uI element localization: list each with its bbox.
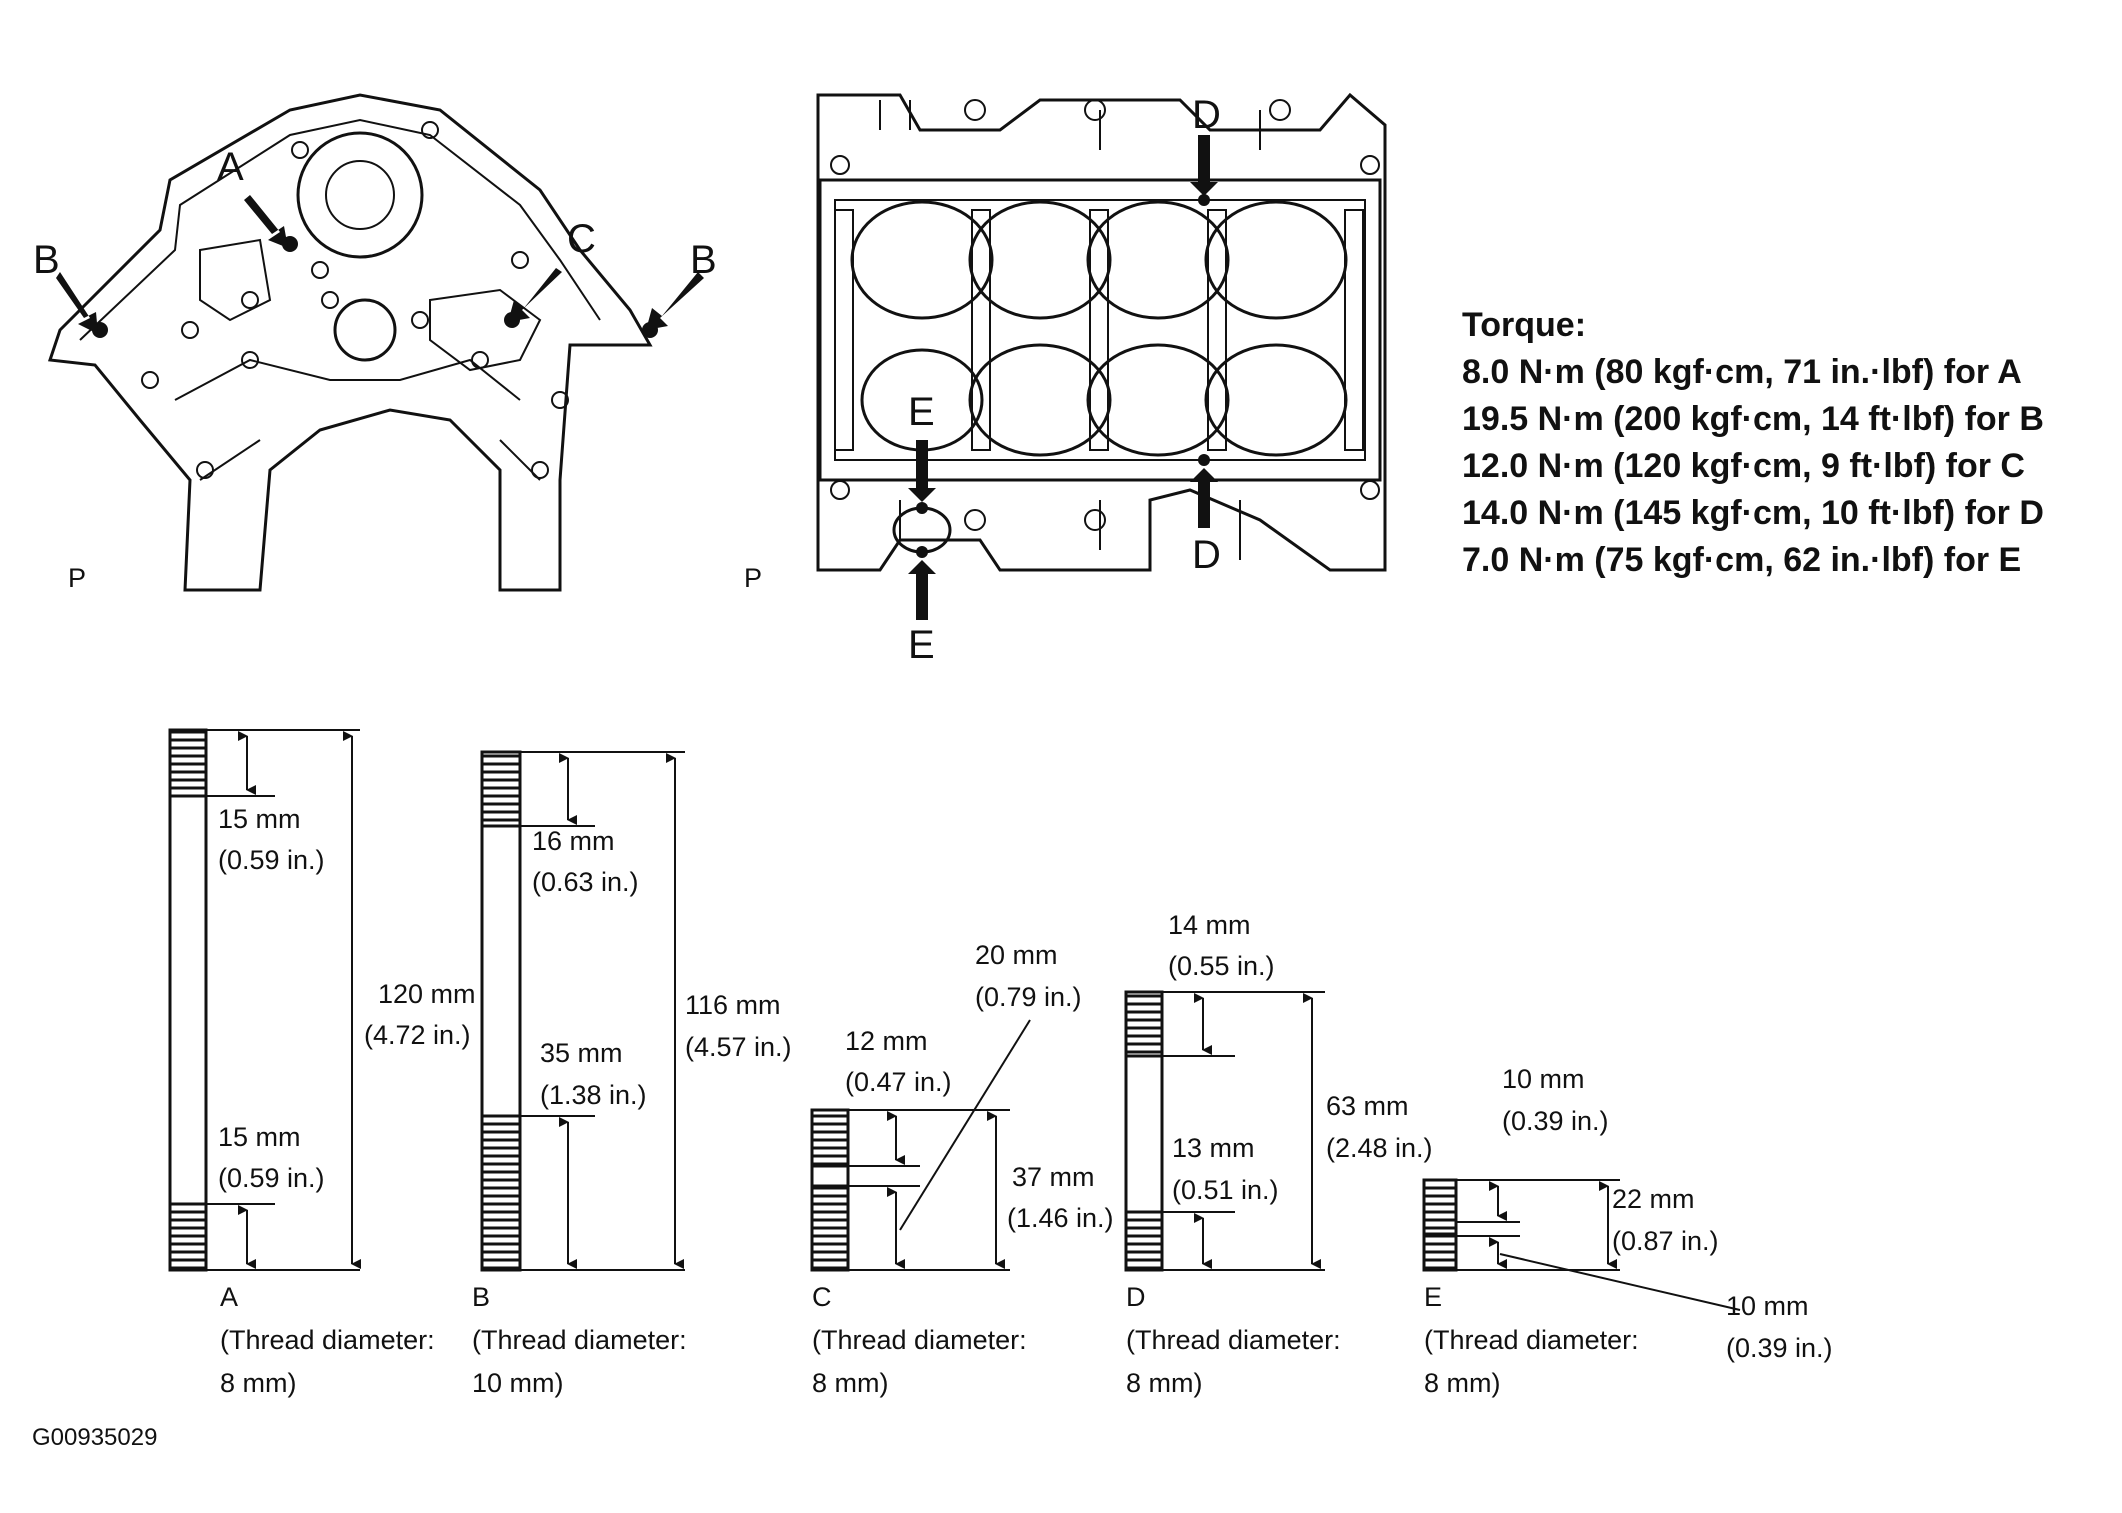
torque-line-e: 7.0 N·m (75 kgf·cm, 62 in.·lbf) for E	[1462, 541, 2022, 579]
torque-heading: Torque:	[1462, 306, 1587, 344]
figure-code: G00935029	[32, 1424, 157, 1451]
stud-c-thread-label: (Thread diameter:	[812, 1325, 1027, 1355]
stud-a-dim2-mm: 120 mm	[378, 979, 476, 1009]
stud-b-dim3-in: (4.57 in.)	[685, 1032, 792, 1062]
stud-e-dim1-mm: 10 mm	[1502, 1064, 1585, 1094]
torque-line-d: 14.0 N·m (145 kgf·cm, 10 ft·lbf) for D	[1462, 494, 2044, 532]
callout-d-bottom: D	[1192, 533, 1221, 577]
block-top-view: D D E E P	[744, 92, 1387, 667]
stud-c-dim2-mm: 12 mm	[845, 1026, 928, 1056]
stud-b-dim1-in: (0.63 in.)	[532, 867, 639, 897]
stud-d-dim2-in: (2.48 in.)	[1326, 1133, 1433, 1163]
stud-d-letter: D	[1126, 1282, 1146, 1312]
stud-a-dim3-in: (0.59 in.)	[218, 1163, 325, 1193]
stud-c-dim3-mm: 37 mm	[1012, 1162, 1095, 1192]
stud-e-dim3-in: (0.39 in.)	[1726, 1333, 1833, 1363]
stud-d-thread-value: 8 mm)	[1126, 1368, 1203, 1398]
stud-c-thread-value: 8 mm)	[812, 1368, 889, 1398]
stud-c-letter: C	[812, 1282, 832, 1312]
stud-b-letter: B	[472, 1282, 490, 1312]
callout-d-top: D	[1192, 93, 1221, 137]
torque-line-b: 19.5 N·m (200 kgf·cm, 14 ft·lbf) for B	[1462, 400, 2044, 438]
stud-d-dim3-mm: 13 mm	[1172, 1133, 1255, 1163]
stud-e-thread-value: 8 mm)	[1424, 1368, 1501, 1398]
stud-c-dim3-in: (1.46 in.)	[1007, 1203, 1114, 1233]
stud-d-dim1-in: (0.55 in.)	[1168, 951, 1275, 981]
stud-c-dim1-mm: 20 mm	[975, 940, 1058, 970]
stud-e-dim1-in: (0.39 in.)	[1502, 1106, 1609, 1136]
callout-c: C	[567, 217, 596, 261]
stud-a-thread-label: (Thread diameter:	[220, 1325, 435, 1355]
callout-e-top: E	[908, 390, 935, 434]
right-view-tag: P	[744, 563, 762, 593]
callout-a: A	[217, 145, 244, 189]
stud-a-thread-value: 8 mm)	[220, 1368, 297, 1398]
stud-a-dim2-in: (4.72 in.)	[364, 1020, 471, 1050]
torque-spec-block: Torque: 8.0 N·m (80 kgf·cm, 71 in.·lbf) …	[1462, 302, 2102, 584]
stud-e-dim3-mm: 10 mm	[1726, 1291, 1809, 1321]
stud-c: 20 mm (0.79 in.) 12 mm (0.47 in.) 37 mm …	[810, 940, 1114, 1398]
stud-a-dim3-mm: 15 mm	[218, 1122, 301, 1152]
stud-d-dim1-mm: 14 mm	[1168, 910, 1251, 940]
stud-b: 16 mm (0.63 in.) 35 mm (1.38 in.) 116 mm…	[472, 750, 792, 1398]
torque-line-c: 12.0 N·m (120 kgf·cm, 9 ft·lbf) for C	[1462, 447, 2025, 485]
block-front-view: A B B C P	[33, 93, 717, 593]
stud-a-letter: A	[220, 1282, 238, 1312]
stud-b-thread-label: (Thread diameter:	[472, 1325, 687, 1355]
stud-a-dim1-in: (0.59 in.)	[218, 845, 325, 875]
stud-e-dim2-mm: 22 mm	[1612, 1184, 1695, 1214]
stud-b-dim2-in: (1.38 in.)	[540, 1080, 647, 1110]
stud-c-dim1-in: (0.79 in.)	[975, 982, 1082, 1012]
stud-e-dim2-in: (0.87 in.)	[1612, 1226, 1719, 1256]
stud-b-thread-value: 10 mm)	[472, 1368, 564, 1398]
stud-d-dim2-mm: 63 mm	[1326, 1091, 1409, 1121]
stud-d: 14 mm (0.55 in.) 63 mm (2.48 in.) 13 mm …	[1124, 910, 1433, 1398]
torque-line-a: 8.0 N·m (80 kgf·cm, 71 in.·lbf) for A	[1462, 353, 2022, 391]
stud-b-dim3-mm: 116 mm	[685, 990, 781, 1020]
callout-e-bottom: E	[908, 623, 935, 667]
stud-b-dim1-mm: 16 mm	[532, 826, 615, 856]
stud-b-dim2-mm: 35 mm	[540, 1038, 623, 1068]
left-view-tag: P	[68, 563, 86, 593]
stud-c-dim2-in: (0.47 in.)	[845, 1067, 952, 1097]
stud-d-thread-label: (Thread diameter:	[1126, 1325, 1341, 1355]
callout-b-right: B	[690, 238, 717, 282]
stud-e-letter: E	[1424, 1282, 1442, 1312]
stud-d-dim3-in: (0.51 in.)	[1172, 1175, 1279, 1205]
stud-a: 15 mm (0.59 in.) 120 mm (4.72 in.) 15 mm…	[168, 728, 476, 1398]
stud-e: 10 mm (0.39 in.) 22 mm (0.87 in.) 10 mm …	[1422, 1064, 1833, 1398]
stud-a-dim1-mm: 15 mm	[218, 804, 301, 834]
stud-e-thread-label: (Thread diameter:	[1424, 1325, 1639, 1355]
callout-b-left: B	[33, 238, 60, 282]
